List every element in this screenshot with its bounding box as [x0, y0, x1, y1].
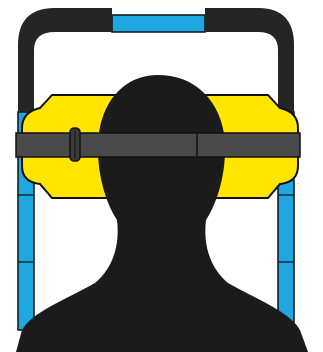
buckle-icon — [70, 128, 80, 161]
strap-icon — [16, 133, 300, 157]
strap-band — [16, 133, 300, 157]
